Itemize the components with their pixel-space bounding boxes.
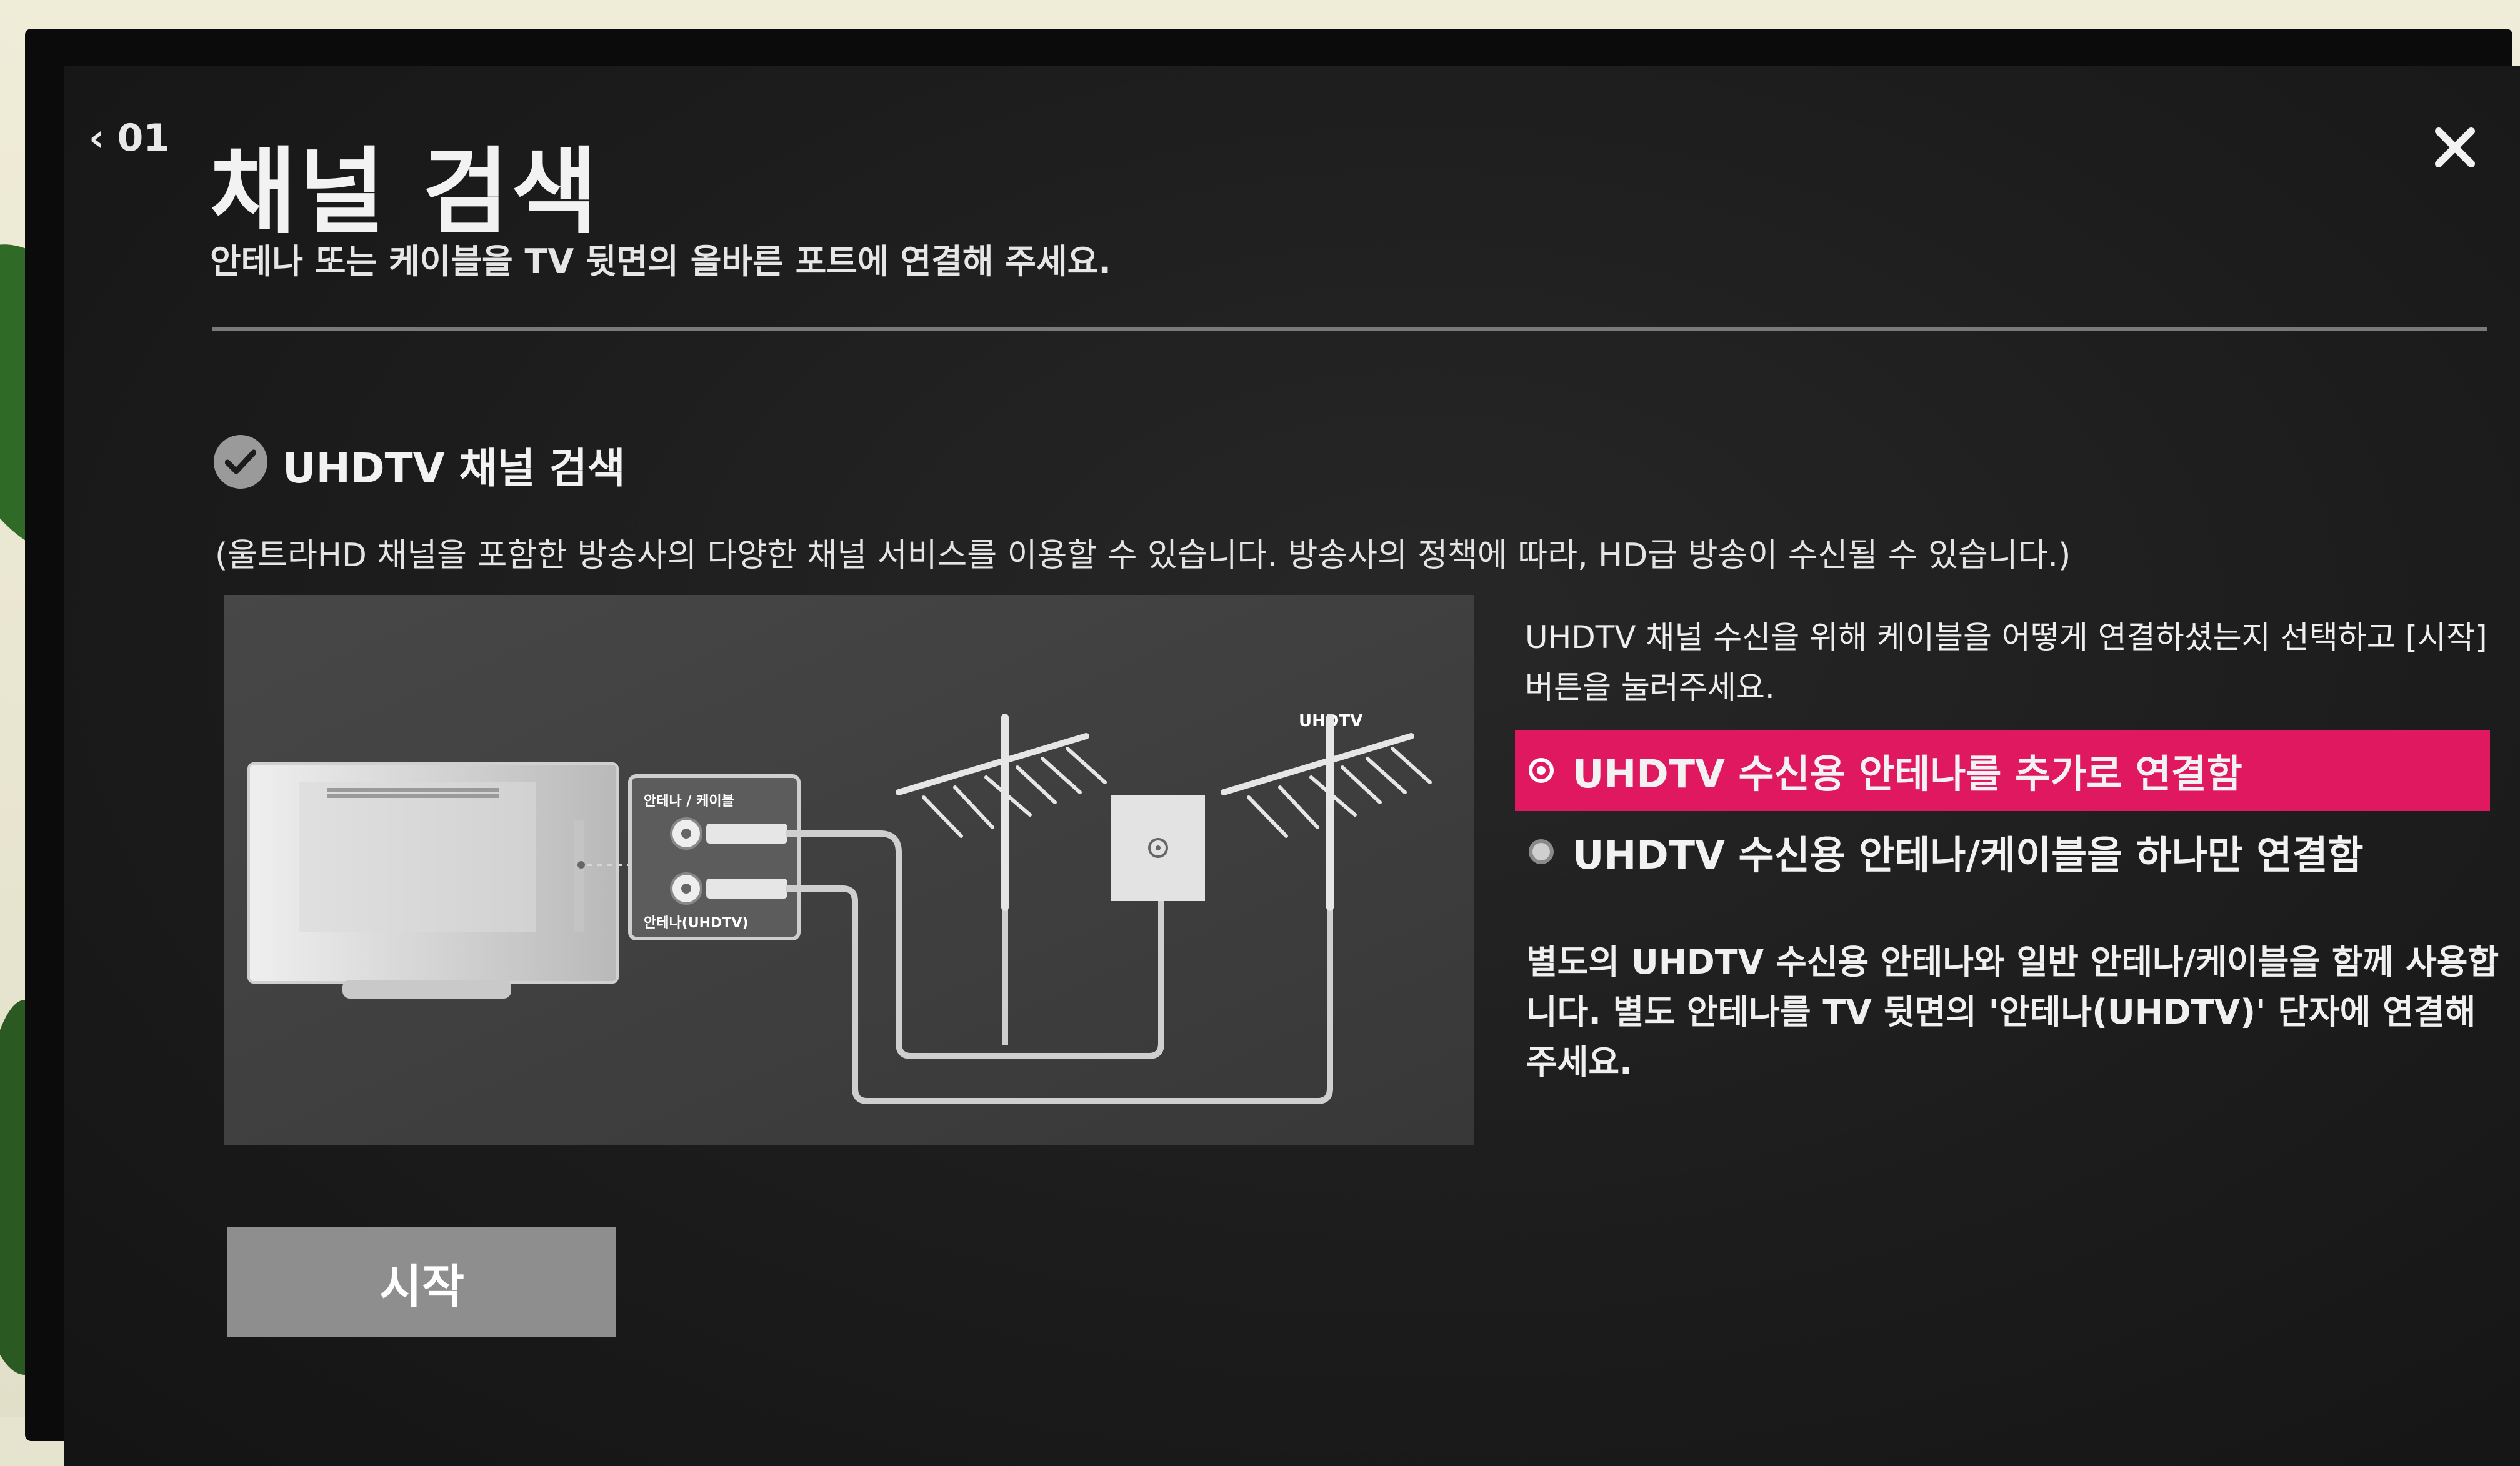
input-port-panel: 안테나 / 케이블 안테나(UHDTV) [628,774,801,940]
option-label: UHDTV 수신용 안테나를 추가로 연결함 [1572,751,2242,797]
option-description: 별도의 UHDTV 수신용 안테나와 일반 안테나/케이블을 함께 사용합니다.… [1526,942,2499,1082]
radio-icon [1529,839,1554,864]
page-subtitle: 안테나 또는 케이블을 TV 뒷면의 올바른 포트에 연결해 주세요. [210,242,1111,281]
instruction-text: UHDTV 채널 수신을 위해 케이블을 어떻게 연결하셨는지 선택하고 [시작… [1525,619,2488,706]
wall-outlet-icon [1111,795,1205,901]
section-title: UHDTV 채널 검색 [282,444,626,492]
tv-illustration [248,762,630,999]
port-label-top: 안테나 / 케이블 [644,794,734,809]
option-single-antenna[interactable]: UHDTV 수신용 안테나/케이블을 하나만 연결함 [1515,811,2490,892]
section-description: (울트라HD 채널을 포함한 방송사의 다양한 채널 서비스를 이용할 수 있습… [215,537,2071,574]
radio-selected-icon [1529,758,1554,783]
header-divider [212,327,2488,331]
back-button[interactable]: ‹ 01 [89,116,169,160]
port-label-bottom: 안테나(UHDTV) [644,915,748,931]
antenna-icon [896,714,1107,911]
close-icon [2435,127,2475,167]
tv-screen: ‹ 01 채널 검색 안테나 또는 케이블을 TV 뒷면의 올바른 포트에 연결… [64,66,2520,1466]
tv-bezel: ‹ 01 채널 검색 안테나 또는 케이블을 TV 뒷면의 올바른 포트에 연결… [25,29,2520,1466]
connection-diagram: 안테나 / 케이블 안테나(UHDTV) [224,595,1474,1145]
option-add-uhdtv-antenna[interactable]: UHDTV 수신용 안테나를 추가로 연결함 [1515,730,2490,811]
back-step-label: ‹ 01 [89,116,170,160]
start-button[interactable]: 시작 [228,1227,616,1337]
option-label: UHDTV 수신용 안테나/케이블을 하나만 연결함 [1572,832,2364,878]
check-icon [225,449,256,474]
uhdtv-antenna-icon [1221,714,1432,911]
uhdtv-search-checkbox[interactable] [214,435,268,489]
close-button[interactable] [2430,122,2480,172]
page-title: 채널 검색 [210,138,601,247]
